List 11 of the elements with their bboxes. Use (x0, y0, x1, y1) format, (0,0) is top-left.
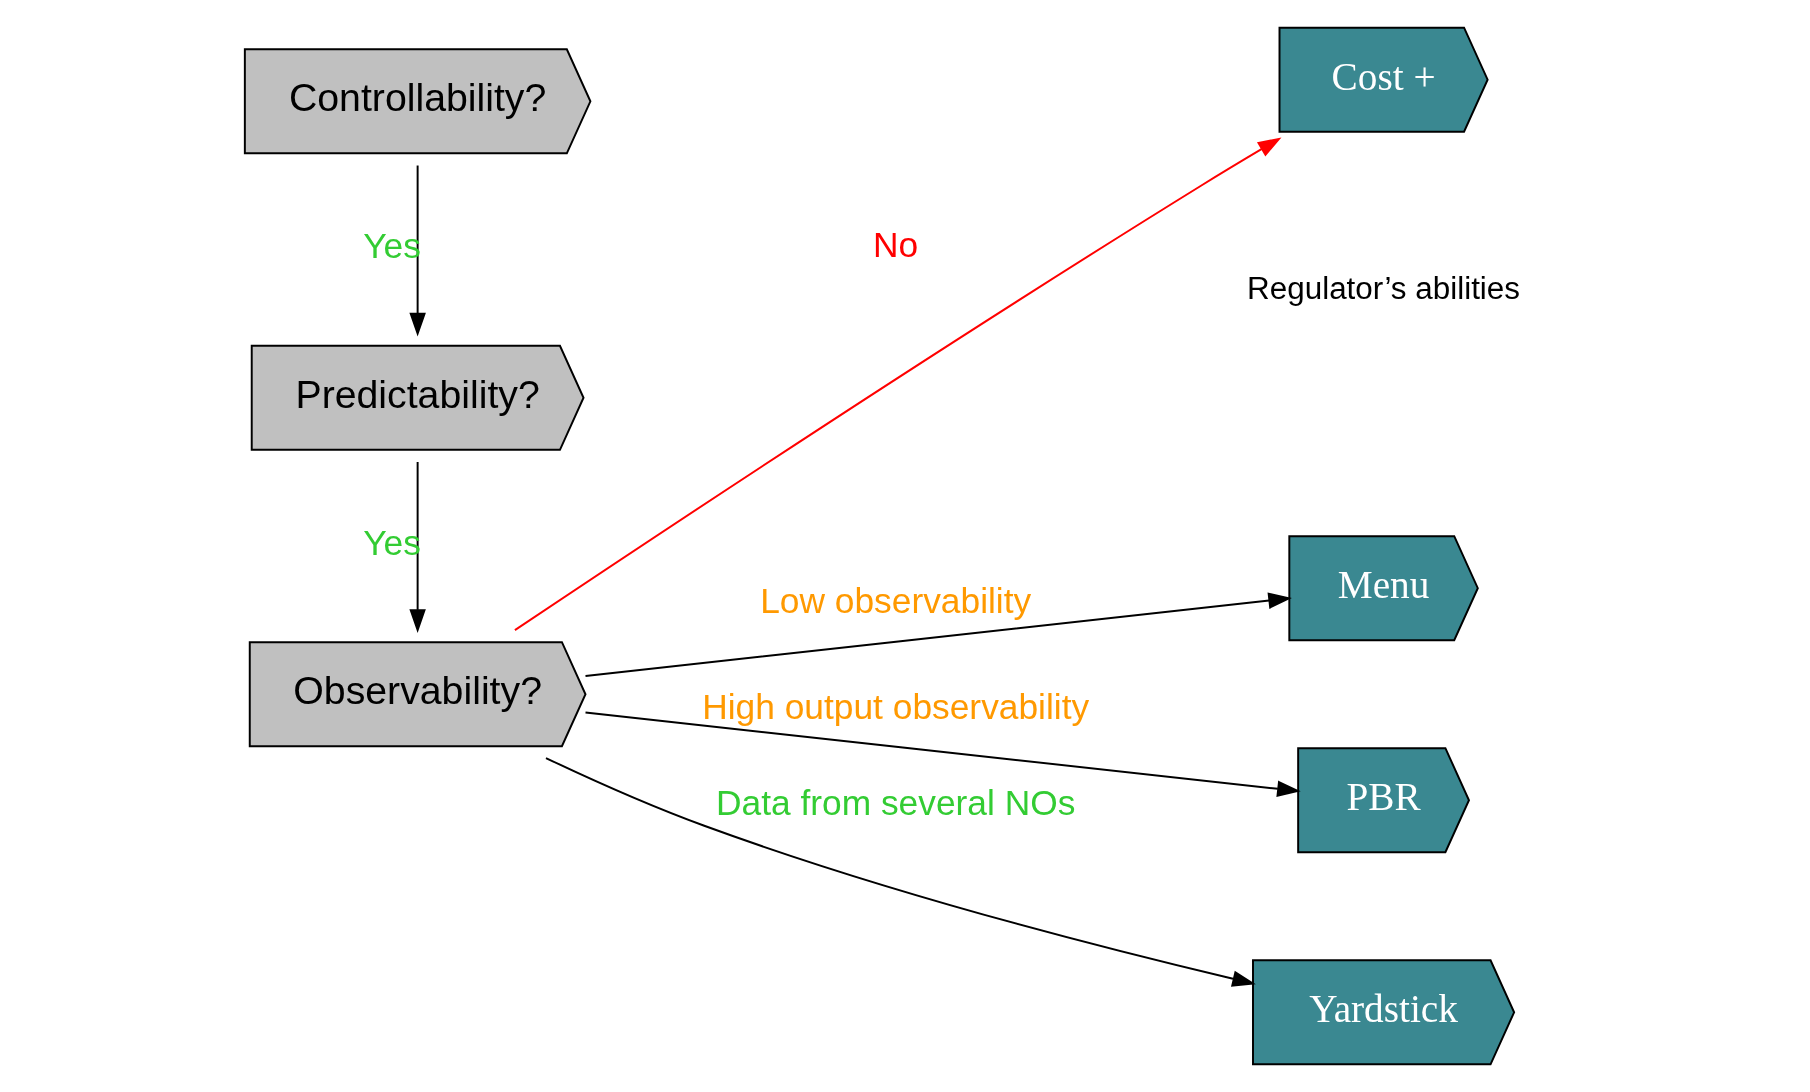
arrow (408, 461, 426, 633)
edge-label: High output observability (701, 686, 1089, 726)
arrow (544, 757, 1256, 987)
arrow (408, 164, 426, 337)
arrow (584, 711, 1301, 797)
label: Regulator’s abilities (1246, 271, 1520, 307)
edge-label: No (872, 225, 918, 265)
arrow (584, 592, 1292, 677)
edge-label: Low observability (759, 580, 1031, 620)
edge-label: Data from several NOs (715, 782, 1075, 822)
arrow (513, 137, 1281, 632)
